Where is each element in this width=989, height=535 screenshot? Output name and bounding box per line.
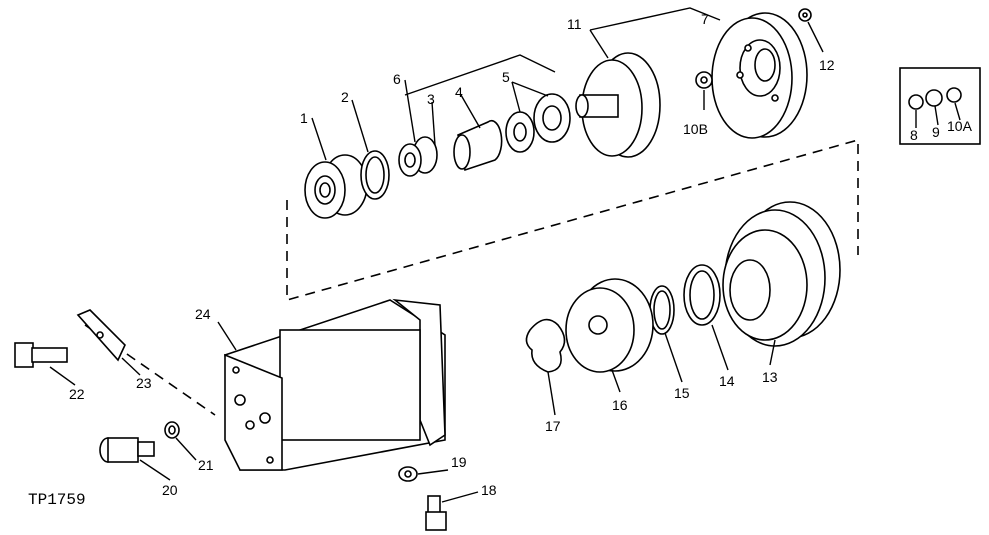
callout-17: 17 <box>545 418 561 434</box>
leader-lines <box>49 21 961 503</box>
part-7-pulley <box>711 12 808 139</box>
callout-labels: 1 2 3 4 5 6 7 8 9 10A 10B 11 12 13 14 15… <box>28 11 973 509</box>
part-5-bearings <box>505 93 571 153</box>
callout-4: 4 <box>455 84 463 100</box>
figure-id: TP1759 <box>28 491 86 509</box>
part-23-plate <box>76 309 126 362</box>
callout-16: 16 <box>612 397 628 413</box>
callout-21: 21 <box>198 457 214 473</box>
part-20-fitting <box>99 437 155 463</box>
part-11-pulley <box>575 52 661 158</box>
hardware-inset-box <box>899 67 981 145</box>
part-6-hub <box>398 136 438 177</box>
part-1-bearing <box>304 154 368 219</box>
callout-9: 9 <box>932 124 940 140</box>
callout-15: 15 <box>674 385 690 401</box>
callout-18: 18 <box>481 482 497 498</box>
part-14-washer <box>683 264 721 326</box>
callout-2: 2 <box>341 89 349 105</box>
callout-10a: 10A <box>947 118 973 134</box>
part-10b-nut <box>695 71 713 89</box>
callout-1: 1 <box>300 110 308 126</box>
callout-13: 13 <box>762 369 778 385</box>
part-2-snap-ring <box>360 150 390 200</box>
part-24-housing <box>224 298 446 471</box>
callout-7: 7 <box>701 11 709 27</box>
callout-11: 11 <box>567 16 582 32</box>
part-4-sleeve <box>453 119 503 172</box>
part-15-ring <box>649 285 675 335</box>
callout-20: 20 <box>162 482 178 498</box>
callout-22: 22 <box>69 386 85 402</box>
callout-6: 6 <box>393 71 401 87</box>
part-18-bolt <box>425 495 447 531</box>
callout-10b: 10B <box>683 121 708 137</box>
callout-3: 3 <box>427 91 435 107</box>
part-13-pulley <box>722 201 841 347</box>
callout-5: 5 <box>502 69 510 85</box>
part-22-bolt <box>14 342 68 368</box>
callout-8: 8 <box>910 127 918 143</box>
callout-19: 19 <box>451 454 467 470</box>
part-12-nut <box>798 8 812 22</box>
callout-12: 12 <box>819 57 835 73</box>
callout-14: 14 <box>719 373 735 389</box>
part-17-gasket <box>525 318 566 373</box>
part-16-clutch <box>565 278 654 373</box>
callout-brackets <box>404 7 721 96</box>
callout-24: 24 <box>195 306 211 322</box>
callout-23: 23 <box>136 375 152 391</box>
part-21-washer <box>164 421 180 439</box>
part-19-nut <box>398 466 418 482</box>
